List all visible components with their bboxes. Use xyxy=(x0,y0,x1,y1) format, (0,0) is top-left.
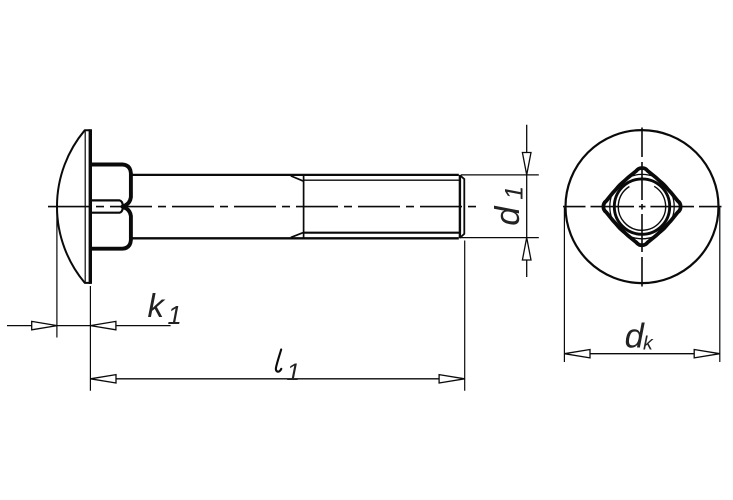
svg-text:k: k xyxy=(148,287,166,324)
svg-text:1: 1 xyxy=(287,359,301,386)
svg-text:1: 1 xyxy=(168,302,182,330)
svg-text:d: d xyxy=(489,205,527,226)
svg-text:d: d xyxy=(625,317,646,355)
svg-text:1: 1 xyxy=(500,186,528,200)
svg-text:k: k xyxy=(643,332,654,354)
